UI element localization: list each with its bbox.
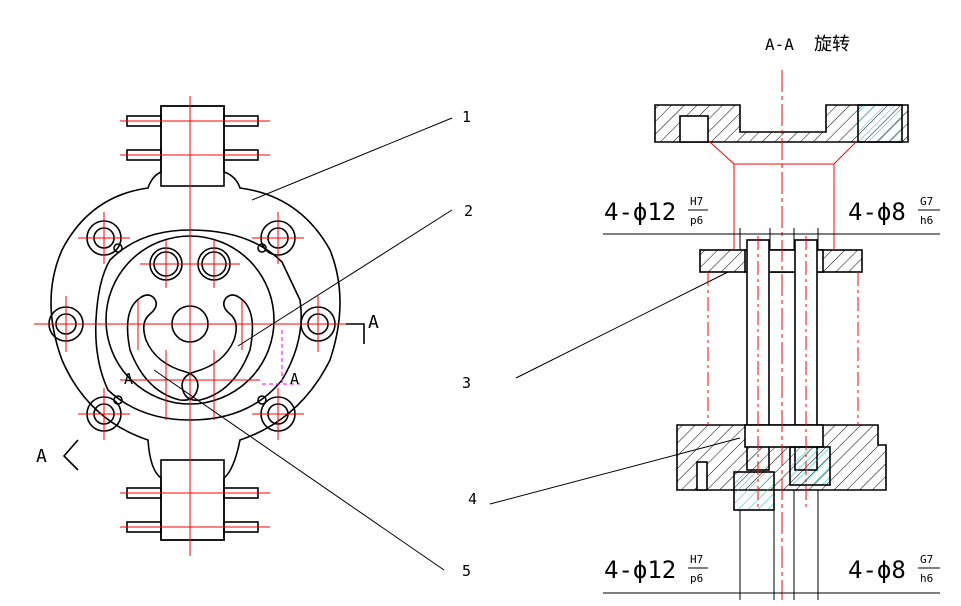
part-number-3: 3 (462, 374, 471, 392)
dim-top-right-upper: G7 (920, 195, 933, 208)
base-pin-left (733, 471, 775, 511)
section-marker-left: A (36, 446, 47, 467)
dim-top-left-upper: H7 (690, 195, 703, 208)
part-number-5: 5 (462, 562, 471, 580)
section-marker-inner-right: A (290, 370, 299, 388)
part-number-4: 4 (468, 490, 477, 508)
dim-top-right-lower: h6 (920, 214, 933, 227)
dim-bottom-left-lower: p6 (690, 572, 703, 585)
hidden-lines (262, 330, 300, 385)
dimension-lines (603, 228, 940, 600)
section-marker-right: A (368, 312, 379, 333)
inner-plate (94, 229, 302, 421)
section-centerlines (707, 70, 859, 600)
part-number-2: 2 (464, 202, 473, 220)
leaders (153, 117, 741, 571)
dim-top-right-prefix: 4-ϕ8 (848, 198, 906, 226)
slot-right (181, 294, 254, 402)
dim-bottom-right-lower: h6 (920, 572, 933, 585)
section-view (654, 104, 909, 511)
section-arrow-left (62, 439, 79, 471)
dim-top-left-prefix: 4-ϕ12 (604, 198, 676, 226)
section-arrow-right (346, 323, 365, 344)
labels: A-A 旋转 1 2 3 4 5 A A A A 4-ϕ12 H7 p6 4-ϕ… (36, 34, 940, 585)
section-title-label: A-A (765, 35, 794, 54)
plan-centerlines (34, 96, 346, 556)
section-title-suffix: 旋转 (814, 34, 850, 55)
dim-bottom-right-prefix: 4-ϕ8 (848, 556, 906, 584)
top-bushing (857, 104, 903, 143)
section-marker-inner-left: A (124, 370, 133, 388)
part-number-1: 1 (462, 108, 471, 126)
plan-view (48, 105, 365, 541)
base-pocket-right (789, 446, 831, 486)
slot-left (126, 294, 199, 402)
dim-bottom-left-upper: H7 (690, 553, 703, 566)
arm-top (160, 105, 225, 187)
dim-bottom-left-prefix: 4-ϕ12 (604, 556, 676, 584)
outer-plate-outline (50, 105, 341, 541)
top-cover (654, 104, 909, 143)
dim-top-left-lower: p6 (690, 214, 703, 227)
dim-bottom-right-upper: G7 (920, 553, 933, 566)
arm-bottom (160, 459, 225, 541)
